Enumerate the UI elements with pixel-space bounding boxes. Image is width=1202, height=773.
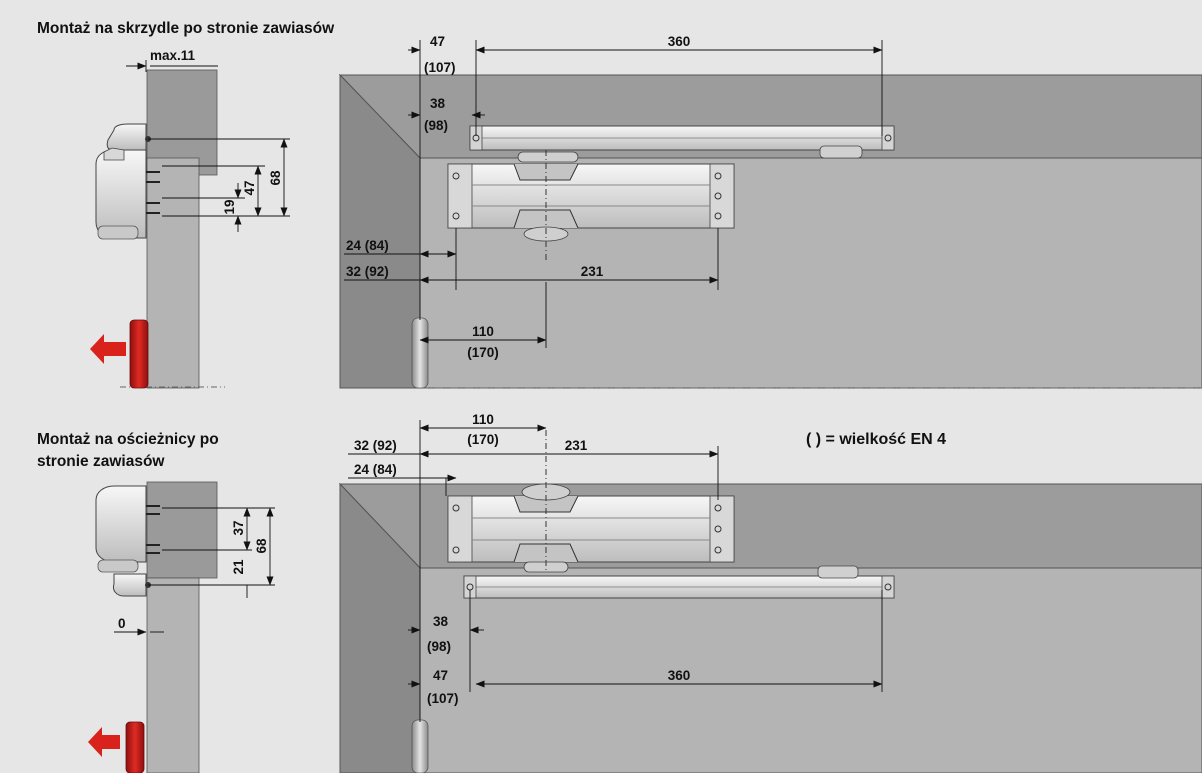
- closer-body-bottom: [447, 495, 735, 563]
- dim-231-bottom: 231: [565, 438, 588, 453]
- dim-98: (98): [424, 118, 448, 133]
- dim-24-84: 24 (84): [346, 238, 389, 253]
- dim-68-bottom: 68: [254, 538, 269, 554]
- dim-68-top: 68: [268, 170, 283, 186]
- size-note: ( ) = wielkość EN 4: [806, 431, 946, 448]
- bottom-front-view: 110 (170) 32 (92) 24 (84) 231 38 (98) 47…: [338, 412, 1202, 773]
- dim-21-bottom: 21: [231, 559, 246, 575]
- dim-24-84-bottom: 24 (84): [354, 462, 397, 477]
- dim-47: 47: [430, 34, 445, 49]
- title-bottom-line2: stronie zawiasów: [37, 453, 165, 470]
- top-side-view: max.11 68 47 19: [90, 48, 290, 389]
- opening-direction-arrow-bottom: [88, 727, 120, 757]
- door-panel-bottom: [419, 567, 1202, 773]
- dim-110: 110: [472, 324, 494, 339]
- dim-38: 38: [430, 96, 446, 111]
- dim-32-92-bottom: 32 (92): [354, 438, 397, 453]
- dim-360: 360: [668, 34, 691, 49]
- dim-107: (107): [424, 60, 456, 75]
- dim-38-bottom: 38: [433, 614, 449, 629]
- dim-19-top: 19: [222, 199, 237, 214]
- door-leaf: [146, 157, 200, 389]
- dim-32-92: 32 (92): [346, 264, 389, 279]
- hinge-bottom: [125, 721, 145, 773]
- frame-side-bottom: [339, 482, 421, 773]
- dim-231: 231: [581, 264, 604, 279]
- hinge-top: [129, 319, 149, 389]
- closer-side-body: [95, 149, 147, 239]
- dim-37-bottom: 37: [231, 520, 246, 535]
- title-top: Montaż na skrzydle po stronie zawiasów: [37, 20, 335, 37]
- dim-107-bottom: (107): [427, 691, 459, 706]
- closer-body-top: [447, 163, 735, 229]
- dim-0-bottom: 0: [118, 616, 126, 631]
- door-leaf-bottom: [146, 577, 200, 773]
- title-bottom-line1: Montaż na ościeżnicy po: [37, 431, 219, 448]
- dim-98-bottom: (98): [427, 639, 451, 654]
- dim-360-bottom: 360: [668, 668, 691, 683]
- hinge-bottom-main: [411, 719, 429, 773]
- bottom-side-view: 68 37 21 0: [88, 481, 275, 773]
- dim-47-bottom: 47: [433, 668, 448, 683]
- closer-side-body-bottom: [95, 485, 147, 563]
- dim-170: (170): [467, 345, 499, 360]
- dim-47-top: 47: [242, 180, 257, 195]
- dim-max11: max.11: [150, 48, 196, 63]
- frame-block-bottom: [146, 481, 218, 579]
- top-front-view: 47 (107) 360 38 (98) 24 (84) 32 (92) 231…: [338, 34, 1202, 389]
- dim-110-bottom: 110: [472, 412, 494, 427]
- opening-direction-arrow-top: [90, 334, 126, 364]
- dim-170-bottom: (170): [467, 432, 499, 447]
- frame-block: [146, 69, 218, 176]
- hinge-top-main: [411, 317, 429, 389]
- arm-bracket-side: [106, 123, 147, 151]
